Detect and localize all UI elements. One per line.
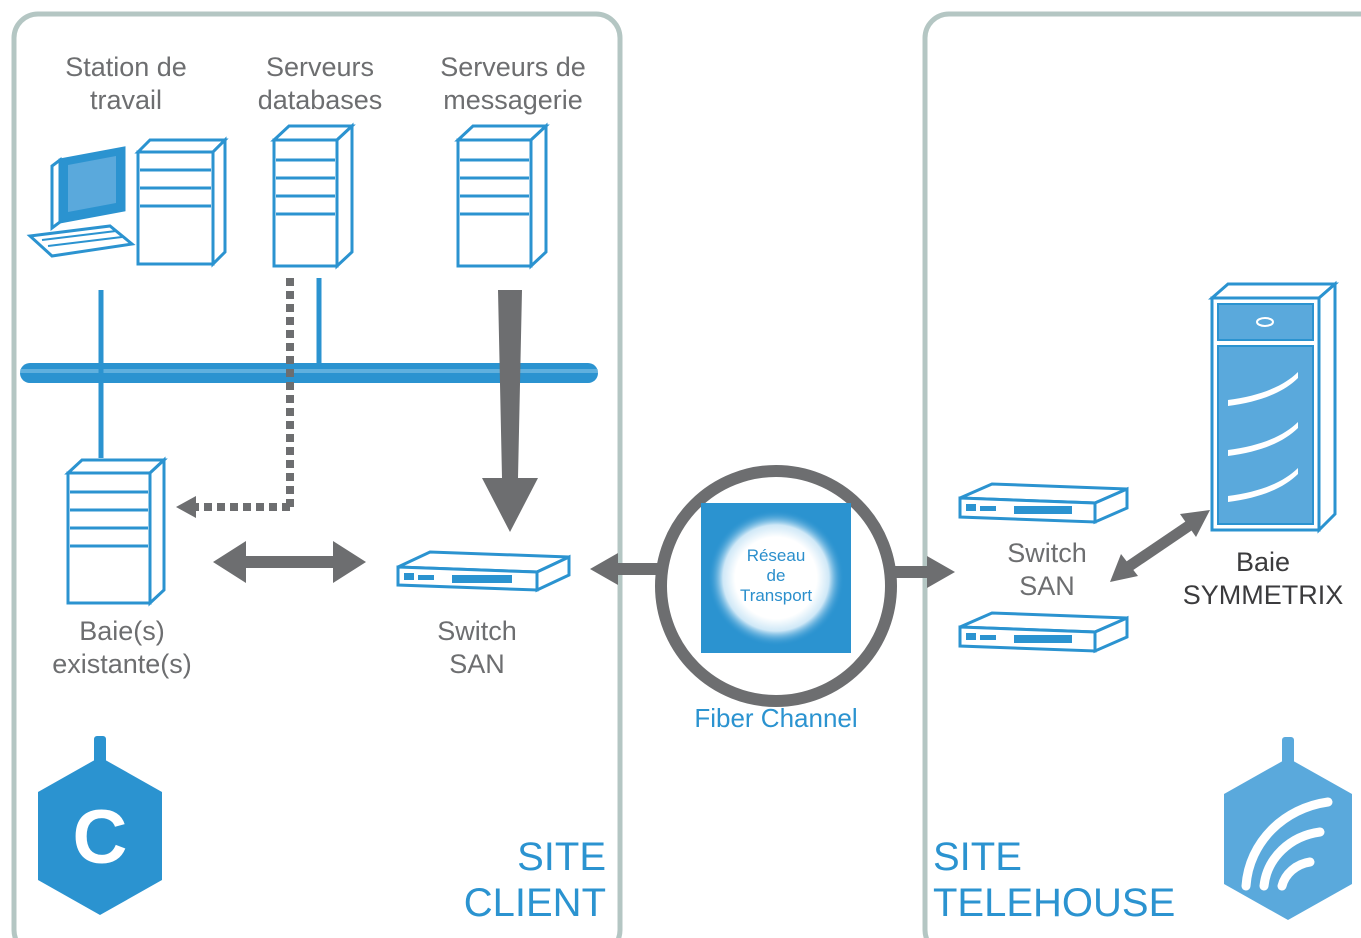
db-server-label-line1: Serveurs (265, 52, 375, 82)
db-server-label: Serveurs databases (230, 51, 410, 117)
workstation-icon (26, 136, 229, 268)
db-server-label-line2: databases (257, 85, 383, 115)
database-server-icon (270, 122, 356, 270)
telehouse-site-frame (922, 11, 1361, 938)
existing-bay-label-line2: existante(s) (52, 649, 192, 679)
lan-backbone (20, 363, 598, 383)
telehouse-site-title-line2: TELEHOUSE (933, 881, 1176, 925)
client-switch-label-line1: Switch (437, 616, 517, 646)
client-logo-icon (38, 736, 162, 915)
telehouse-san-switch-top-icon (958, 482, 1129, 525)
telehouse-switch-label-line1: Switch (1007, 538, 1087, 568)
telehouse-switch-label: Switch SAN (977, 537, 1117, 603)
station-label-line2: travail (89, 85, 163, 115)
symmetrix-bay-icon (1208, 280, 1339, 534)
symmetrix-label-line1: Baie (1235, 547, 1291, 577)
fiber-channel-caption: Fiber Channel (694, 703, 858, 733)
msg-to-switch-arrow (482, 290, 538, 532)
station-label: Station de travail (36, 51, 216, 117)
client-switch-label-line2: SAN (449, 649, 505, 679)
station-label-line1: Station de (65, 52, 187, 82)
switch-symmetrix-double-arrow (1110, 510, 1210, 582)
client-switch-label: Switch SAN (407, 615, 547, 681)
transport-inner-line2: de (766, 566, 786, 585)
transport-inner-label: Réseau de Transport (716, 546, 836, 606)
msg-server-label-line1: Serveurs de (440, 52, 586, 82)
telehouse-site-title-line1: SITE (933, 835, 1022, 879)
messaging-server-icon (454, 122, 550, 270)
client-logo-letter: C (72, 795, 128, 880)
client-site-title-line2: CLIENT (463, 881, 606, 925)
msg-server-label-line2: messagerie (443, 85, 583, 115)
symmetrix-label-line2: SYMMETRIX (1182, 580, 1344, 610)
transport-inner-line3: Transport (739, 586, 813, 605)
existing-bay-label-line1: Baie(s) (79, 616, 165, 646)
client-site-frame (11, 11, 623, 938)
client-site-title: SITE CLIENT (440, 834, 606, 926)
telehouse-switch-label-line2: SAN (1019, 571, 1075, 601)
bay-switch-double-arrow (213, 541, 366, 583)
telehouse-san-switch-bottom-icon (958, 611, 1129, 654)
dotted-db-to-bay-connector (176, 278, 294, 518)
client-san-switch-icon (396, 550, 571, 593)
symmetrix-label: Baie SYMMETRIX (1168, 546, 1358, 612)
existing-bay-icon (64, 456, 168, 607)
transport-inner-line1: Réseau (746, 546, 806, 565)
transport-network-ring (655, 465, 897, 707)
transport-to-telehouse-switch-arrow (887, 556, 955, 588)
client-site-title-line1: SITE (517, 835, 606, 879)
telehouse-site-title: SITE TELEHOUSE (933, 834, 1213, 926)
transport-to-client-switch-arrow (590, 553, 662, 585)
existing-bay-label: Baie(s) existante(s) (32, 615, 212, 681)
telehouse-logo-icon (1224, 737, 1352, 920)
msg-server-label: Serveurs de messagerie (413, 51, 613, 117)
